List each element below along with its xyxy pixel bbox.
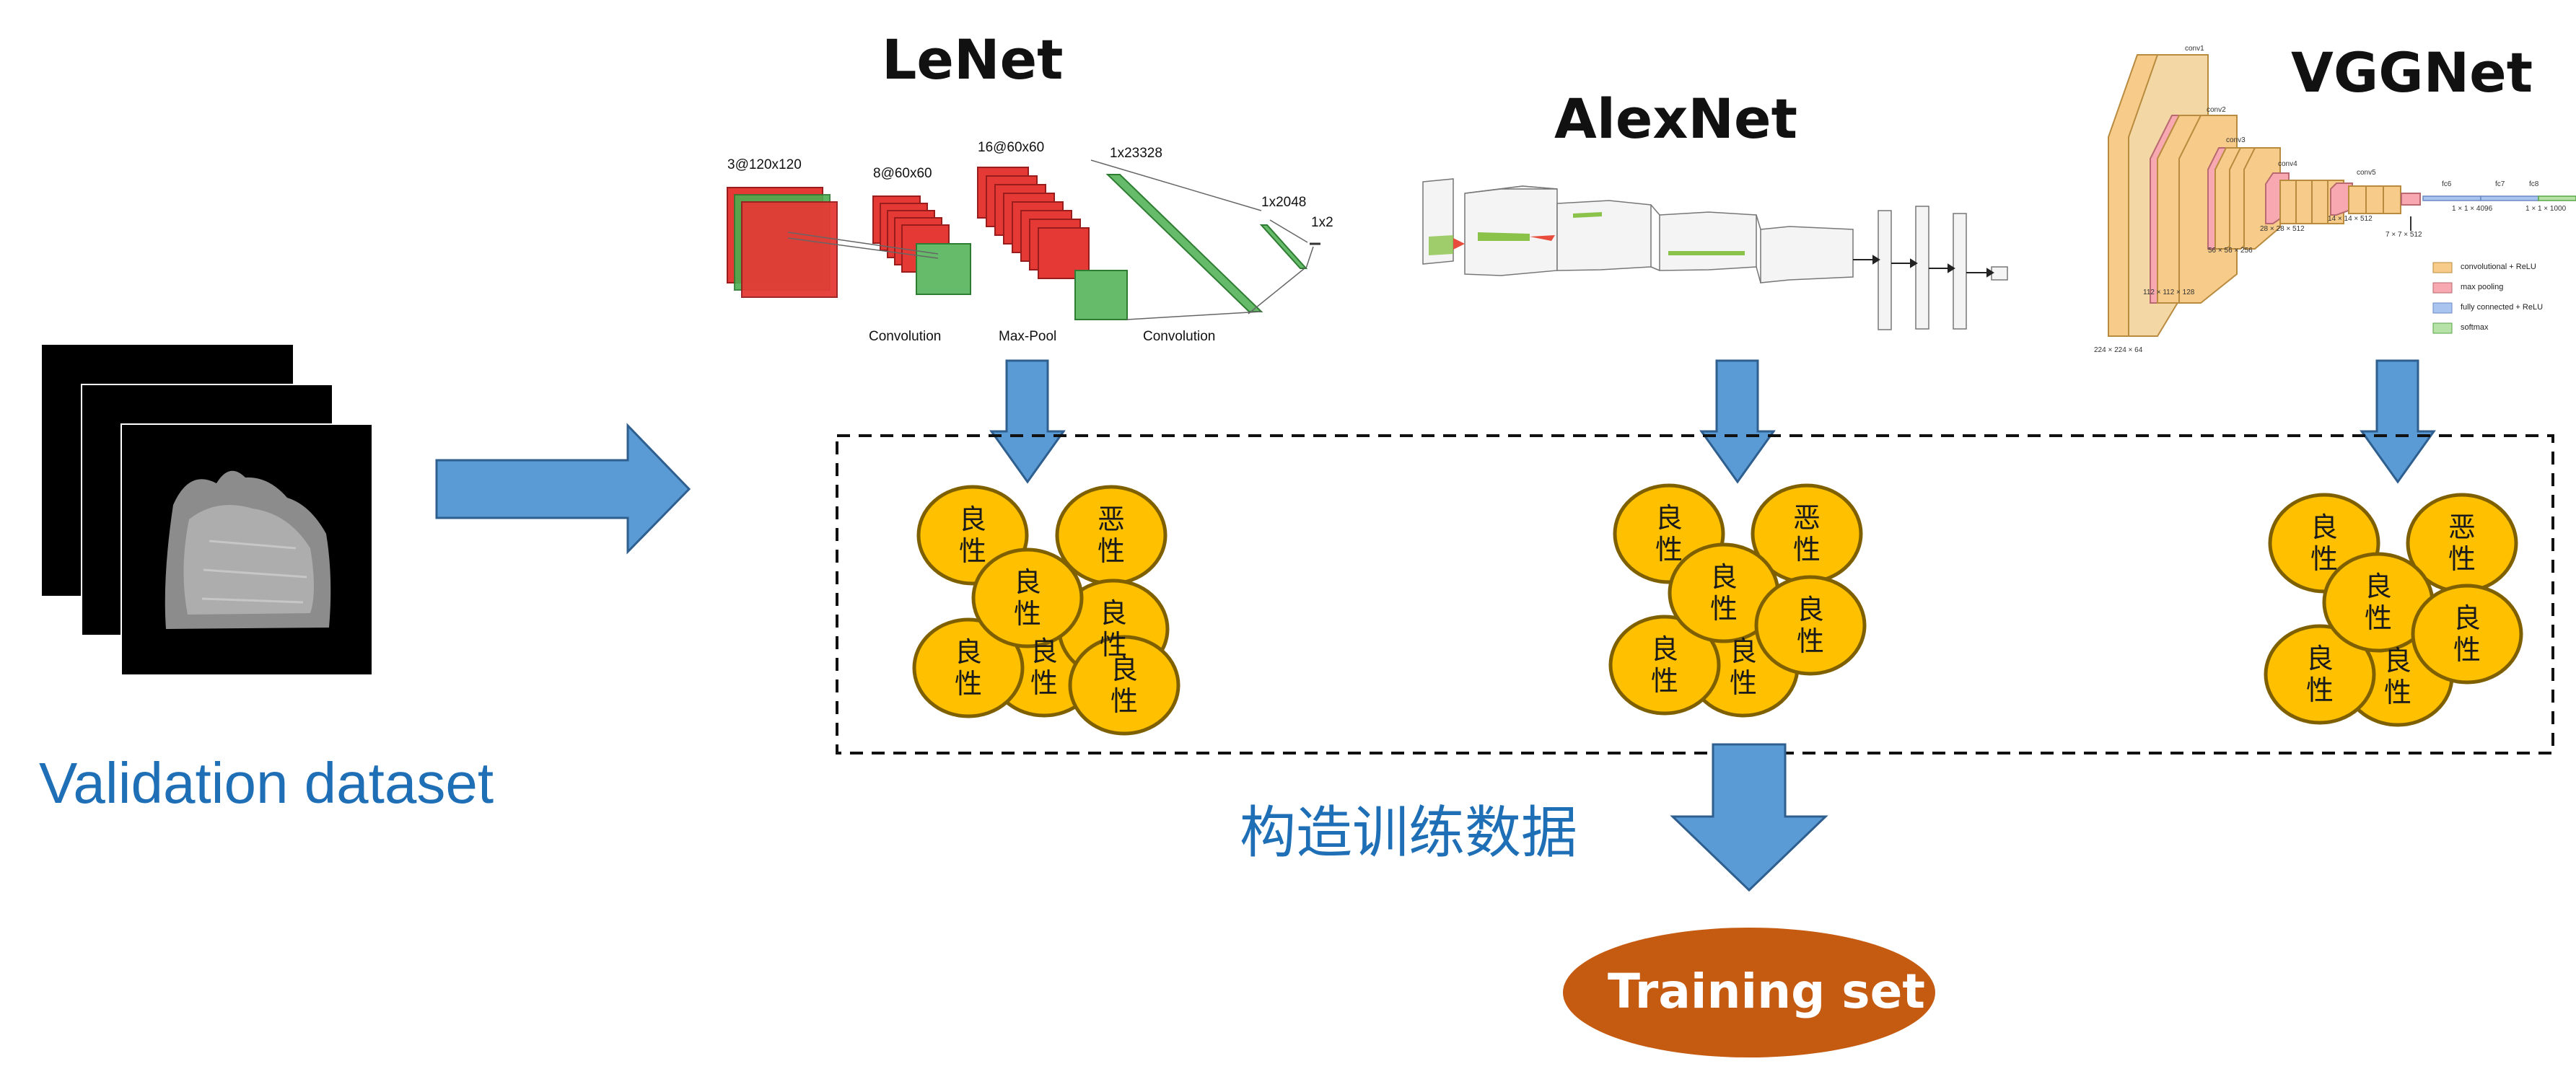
lenet-down-arrow	[989, 359, 1066, 484]
vgg-label-conv4: conv4	[2278, 160, 2297, 168]
lenet-label-fc1: 1x2048	[1261, 195, 1307, 210]
vgg-label-conv1: conv1	[2185, 45, 2204, 53]
vgg-label-fc6: fc6	[2442, 180, 2452, 188]
vggnet-prediction-circles	[2264, 493, 2523, 727]
vgg-dim-56: 56 × 56 × 256	[2208, 247, 2253, 255]
lenet-label-input: 3@120x120	[727, 157, 802, 172]
vggnet-circle-label: 良性	[2453, 602, 2481, 666]
lenet-circle-label: 良性	[958, 503, 986, 567]
vgg-dim-14: 14 × 14 × 512	[2328, 215, 2373, 223]
vggnet-circle-label: 良性	[2383, 645, 2411, 708]
prediction-region	[836, 434, 2554, 755]
vgg-label-conv3: conv3	[2226, 136, 2246, 144]
alexnet-highlights	[1429, 212, 1745, 255]
alexnet-connectors	[1853, 255, 1994, 278]
vggnet-down-arrow	[2360, 359, 2436, 484]
alexnet-circle-label: 良性	[1650, 633, 1678, 697]
lenet-prediction-circles	[912, 485, 1180, 736]
lenet-bottom-maxpool: Max-Pool	[999, 329, 1057, 344]
right-arrow	[435, 423, 691, 555]
lenet-label-conv2: 16@60x60	[978, 140, 1045, 155]
alexnet-prediction-circles	[1608, 483, 1867, 718]
vggnet-title: VGGNet	[2291, 40, 2533, 105]
vgg-dim-4096: 1 × 1 × 4096	[2452, 205, 2493, 213]
alexnet-title: AlexNet	[1554, 87, 1797, 151]
alexnet-architecture	[1422, 178, 2008, 330]
lenet-bottom-convolution: Convolution	[869, 329, 942, 344]
lenet-bottom-convolution-2: Convolution	[1143, 329, 1216, 344]
lenet-label-conv1: 8@60x60	[873, 166, 932, 181]
alexnet-circle-label: 良性	[1796, 594, 1824, 657]
alexnet-circle-label: 良性	[1655, 502, 1683, 566]
vggnet-legend	[2432, 262, 2453, 334]
vgg-label-conv2: conv2	[2207, 106, 2226, 114]
lenet-title: LeNet	[882, 27, 1064, 92]
vgg-label-fc8: fc8	[2529, 180, 2539, 188]
lenet-circle-label: 恶性	[1097, 503, 1125, 567]
vgg-legend-pool: max pooling	[2461, 283, 2504, 291]
alexnet-circle-label: 良性	[1709, 561, 1738, 625]
vgg-dim-224: 224 × 224 × 64	[2094, 346, 2143, 354]
vggnet-circle-label: 良性	[2310, 511, 2338, 575]
vggnet-architecture	[2108, 54, 2576, 337]
vggnet-circle-label: 良性	[2364, 571, 2392, 634]
alexnet-circle-label: 恶性	[1792, 502, 1821, 566]
lenet-circle-label: 良性	[1030, 635, 1058, 699]
lenet-circle-label: 良性	[954, 636, 982, 700]
validation-image-stack	[42, 345, 373, 676]
vgg-dim-112: 112 × 112 × 128	[2143, 289, 2195, 296]
vggnet-circle-label: 良性	[2305, 643, 2334, 706]
construct-training-data-label: 构造训练数据	[1240, 801, 1578, 866]
vgg-dim-28: 28 × 28 × 512	[2260, 225, 2305, 233]
vgg-label-conv5: conv5	[2357, 169, 2376, 177]
vgg-dim-1000: 1 × 1 × 1000	[2525, 205, 2567, 213]
alexnet-down-arrow	[1699, 359, 1776, 484]
alexnet-circle-label: 良性	[1729, 635, 1757, 699]
lenet-label-fc2: 1x2	[1311, 215, 1333, 230]
vgg-legend-fc: fully connected + ReLU	[2461, 303, 2544, 312]
training-down-arrow	[1670, 743, 1828, 892]
vgg-legend-conv: convolutional + ReLU	[2461, 263, 2536, 271]
training-set-ellipse	[1563, 928, 1935, 1057]
training-set-label: Training set	[1608, 964, 1925, 1019]
lenet-label-flat: 1x23328	[1110, 146, 1162, 161]
lenet-circle-label: 良性	[1099, 597, 1127, 661]
vgg-legend-softmax: softmax	[2461, 323, 2489, 332]
lenet-architecture	[727, 159, 1320, 320]
validation-dataset-label: Validation dataset	[39, 751, 494, 815]
lenet-circle-label: 良性	[1013, 566, 1041, 630]
vgg-dim-7: 7 × 7 × 512	[2386, 231, 2422, 239]
vggnet-circle-label: 恶性	[2448, 511, 2476, 575]
vgg-label-fc7: fc7	[2495, 180, 2505, 188]
lenet-circle-label: 良性	[1110, 654, 1138, 717]
